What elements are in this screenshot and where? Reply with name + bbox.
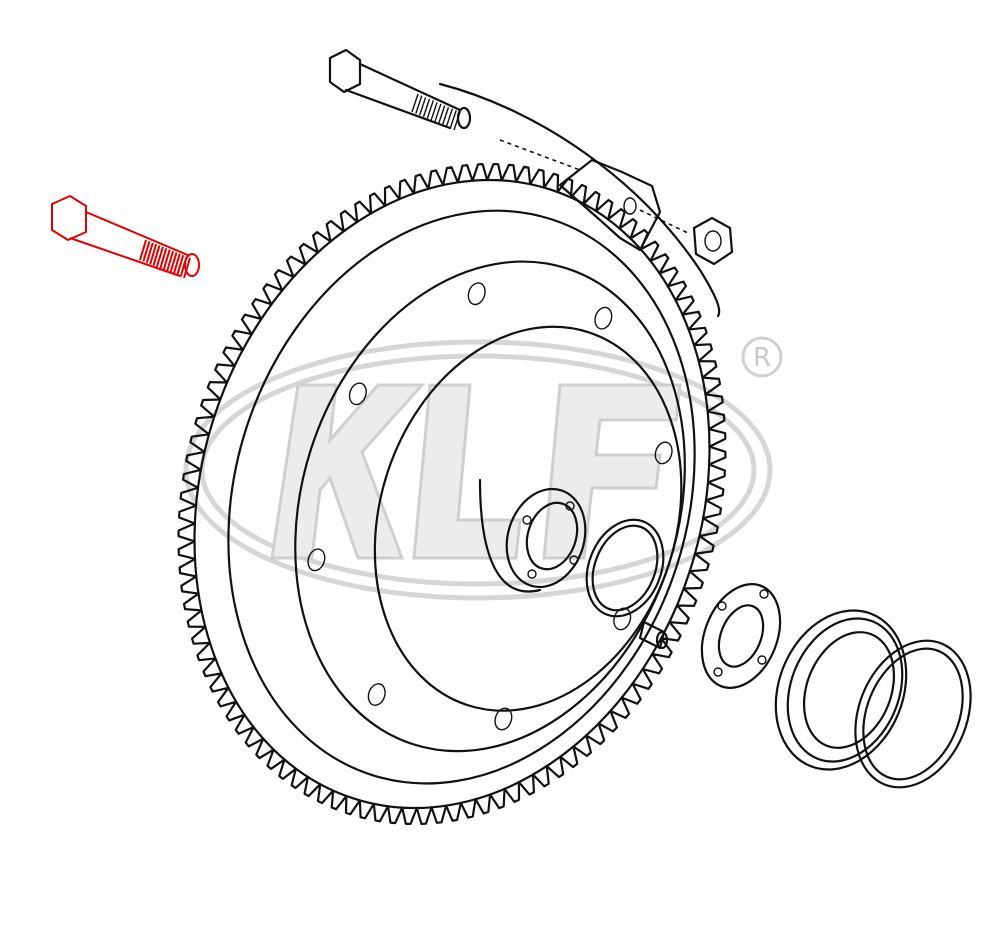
mounting-hole [623,197,637,215]
bolt-thread-line [172,253,181,275]
guide-line-bolt [499,139,581,171]
bolt-thread-line [441,106,450,126]
flywheel-bolt-hole [494,707,513,731]
shim-gasket [700,583,782,689]
bolt-thread-line [152,245,161,266]
bolt-thread-line [434,103,442,123]
bolt-thread-line [166,250,175,272]
bolt-thread-line [445,108,454,127]
starter-nut [692,216,734,266]
ring-gear-teeth [177,162,727,826]
bolt-thread-line [179,256,188,277]
flywheel [177,162,727,826]
bolt-thread-line [430,101,438,121]
bolt-thread-line [149,243,158,265]
ring-gear [177,162,727,826]
bolt-thread-line [176,254,185,276]
bolt-thread-line [159,248,168,269]
bolt-thread-line [162,249,171,270]
bolt-thread-line [422,98,431,118]
starter-bolt [328,48,472,131]
flywheel-hub [478,478,587,593]
oil-seal [774,609,908,771]
bolt-thread-line [411,93,419,113]
bolt-thread-line [145,242,154,264]
registered-mark-text: R [753,343,771,373]
engine-case-outline [438,82,721,318]
flywheel-bolt-highlighted[interactable] [51,195,200,279]
bolt-thread-line [438,105,446,124]
flywheel-bolt-hole [367,683,386,707]
bolt-thread-line [415,95,423,114]
bolt-thread-line [155,246,164,268]
flywheel-bolt-holes [307,282,673,731]
flywheel-bolt-hole [594,306,613,330]
flywheel-bolt-hole [467,282,486,306]
bolt-thread-line [426,100,434,119]
dowel-pin [638,620,669,650]
flywheel-bolt-hole [654,441,673,465]
bolt-thread-line [449,110,457,129]
bolt-thread-line [139,239,147,261]
bolt-thread-line [183,257,191,279]
bolt-thread-line [418,97,427,116]
bolt-thread-line [142,241,151,262]
guide-line-nut [639,209,691,235]
bolt-thread-line [453,111,461,131]
klf-watermark-logo: R [183,336,783,601]
o-ring [585,518,665,618]
flywheel-bolt-hole [348,382,367,406]
registered-trademark-icon [741,336,783,378]
seal-cover-disc [854,639,972,789]
flywheel-bolt-hole [307,548,326,572]
bolt-thread-line [169,252,178,273]
flywheel-face [227,209,696,785]
